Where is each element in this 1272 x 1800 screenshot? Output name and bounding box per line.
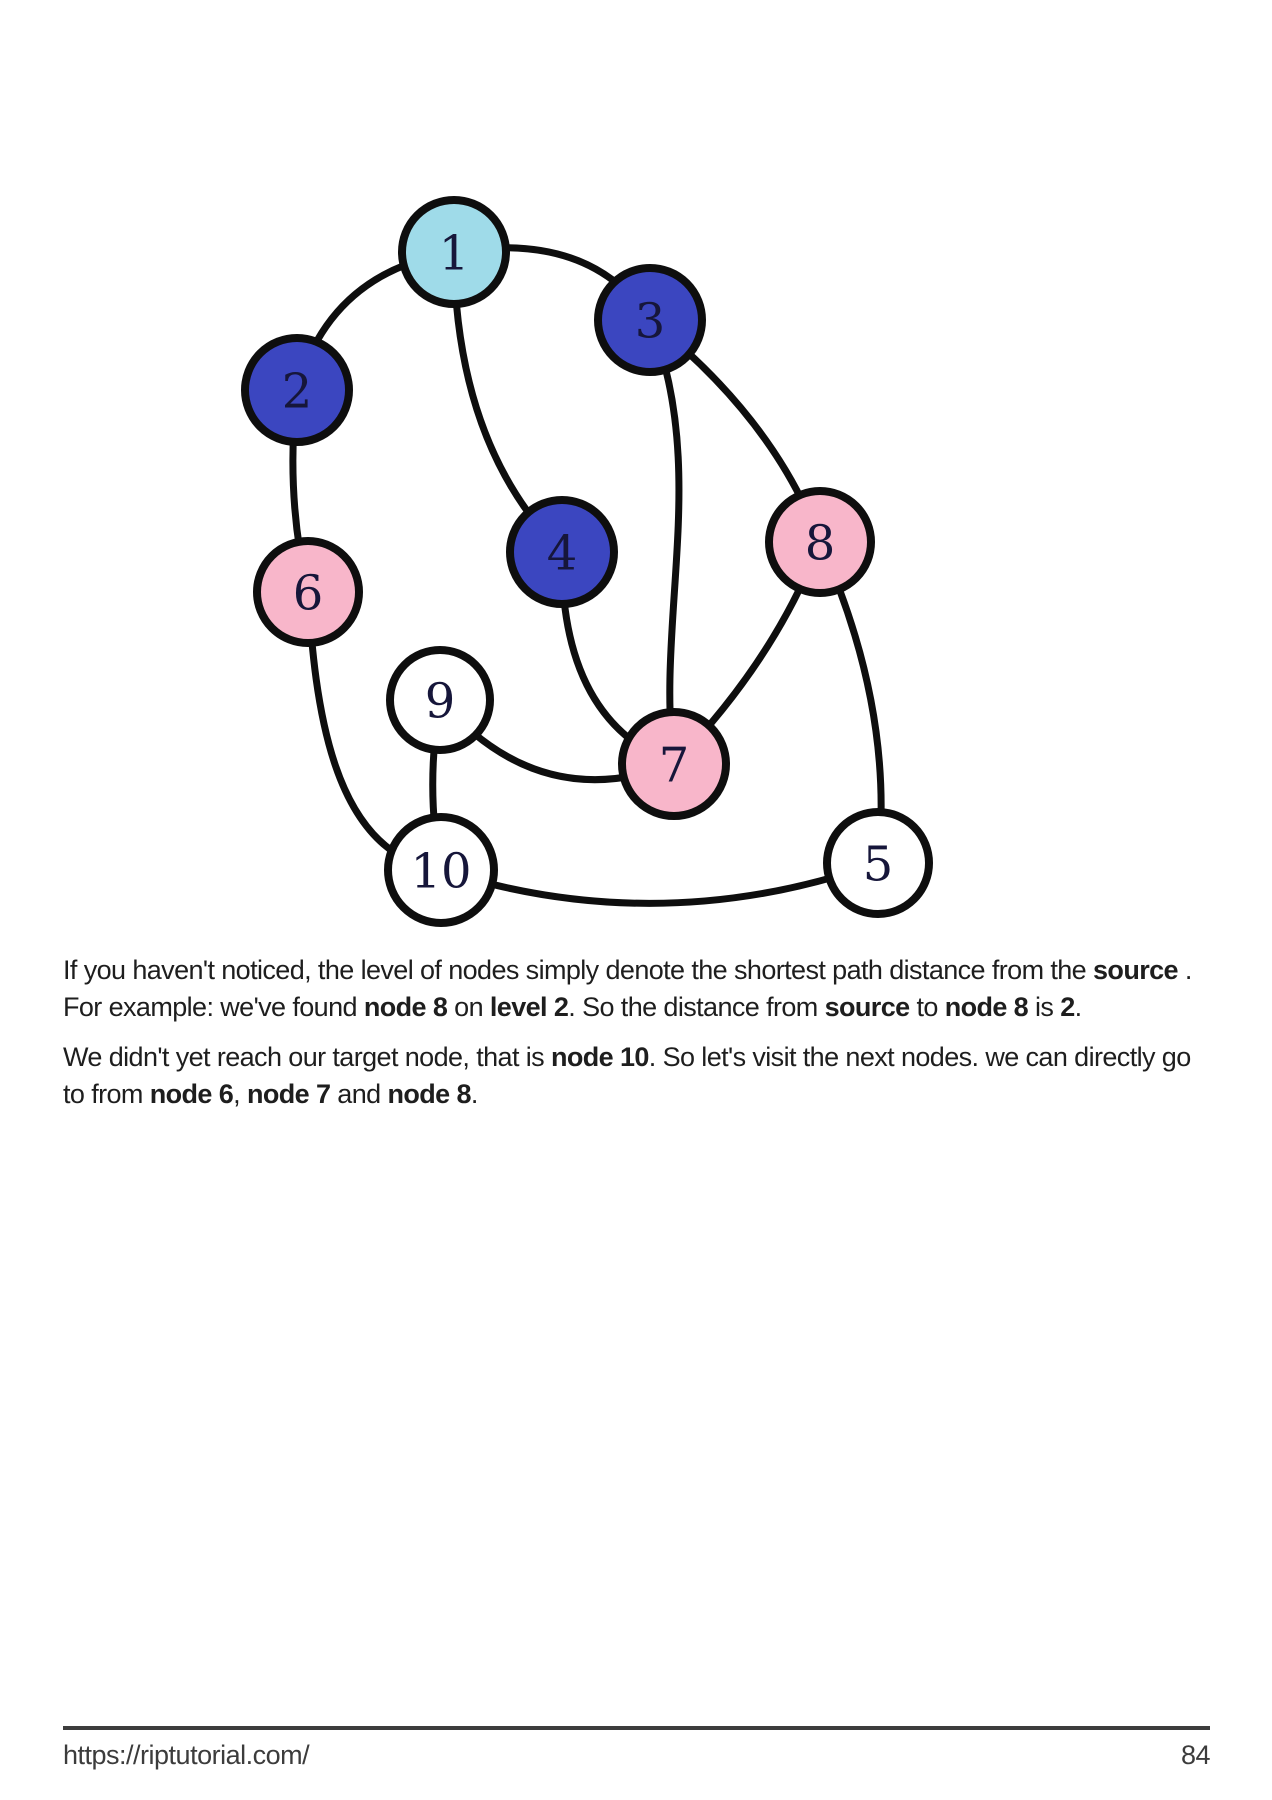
text-segment: to [909,992,945,1022]
graph-node-2-label: 2 [282,363,313,419]
text-segment: We didn't yet reach our target node, tha… [63,1042,551,1072]
text-segment: . [470,1079,478,1109]
graph-node-4: 4 [506,496,618,608]
graph-node-6: 6 [253,537,363,647]
graph-node-5-label: 5 [863,836,894,892]
graph-node-3: 3 [594,264,706,376]
text-segment: is [1028,992,1061,1022]
text-segment: . So let's visit the next nodes. we can … [63,1042,1191,1109]
graph-node-4-circle [506,496,618,608]
graph-node-2: 2 [241,334,353,446]
text-segment: node 7 [246,1079,331,1109]
graph-node-9-circle [386,646,494,754]
text-segment: node 8 [387,1079,471,1109]
graph-node-2-circle [241,334,353,446]
graph-node-9-label: 9 [425,673,456,729]
bfs-graph-diagram: 1 2 3 4 5 6 7 8 9 10 [241,196,933,927]
graph-node-1: 1 [398,196,510,308]
graph-node-10-label: 10 [410,843,471,899]
footer-divider [63,1726,1210,1730]
graph-node-10: 10 [384,813,498,927]
text-segment: source [824,992,911,1022]
graph-node-3-circle [594,264,706,376]
graph-node-1-label: 1 [439,225,470,281]
text-segment: node 8 [944,992,1029,1022]
graph-edge-10-5 [437,859,882,907]
graph-node-7: 7 [618,708,730,820]
text-segment: . [1074,992,1082,1022]
graph-node-8-label: 8 [805,515,836,571]
paragraph-next-nodes: We didn't yet reach our target node, tha… [63,1039,1213,1113]
text-segment: node 6 [149,1079,234,1109]
text-segment: on [447,992,490,1022]
text-segment: . So the distance from [568,992,825,1022]
body-text: If you haven't noticed, the level of nod… [63,952,1213,1126]
text-segment: If you haven't noticed, the level of nod… [63,955,1094,985]
graph-node-8: 8 [765,487,875,597]
page-number: 84 [1180,1740,1211,1770]
footer: https://riptutorial.com/ 84 [63,1740,1211,1771]
text-segment: level 2 [489,992,569,1022]
footer-url-link[interactable]: https://riptutorial.com/ [63,1740,310,1770]
graph-node-1-circle [398,196,510,308]
graph-node-10-circle [384,813,498,927]
graph-node-6-circle [253,537,363,647]
graph-node-7-label: 7 [659,737,690,793]
text-segment: and [330,1079,388,1109]
paragraph-bfs-levels: If you haven't noticed, the level of nod… [63,952,1213,1026]
graph-node-5: 5 [823,808,933,918]
graph-node-9: 9 [386,646,494,754]
text-segment: . For example: we've found [63,955,1192,1022]
text-segment: node 10 [550,1042,649,1072]
graph-node-7-circle [618,708,730,820]
graph-node-5-circle [823,808,933,918]
graph-node-6-label: 6 [293,565,324,621]
text-segment: node 8 [363,992,448,1022]
graph-node-8-circle [765,487,875,597]
graph-node-3-label: 3 [635,293,666,349]
text-segment: , [233,1079,247,1109]
graph-node-4-label: 4 [547,525,578,581]
text-segment: 2 [1060,992,1075,1022]
text-segment: source [1093,955,1179,985]
graph-edge-3-7 [646,316,683,768]
